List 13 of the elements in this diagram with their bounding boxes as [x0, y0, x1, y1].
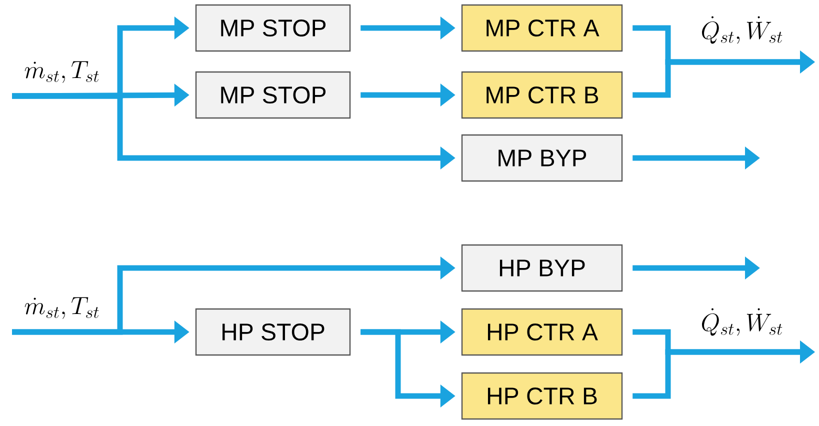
- process-box: MP CTR B: [461, 71, 623, 119]
- flow-label: $\dot{Q}_{st}, \dot{W}_{st}$: [702, 308, 782, 336]
- process-box: HP CTR A: [461, 308, 623, 356]
- process-box: MP CTR A: [461, 4, 623, 52]
- process-box: MP BYP: [461, 134, 623, 182]
- flow-label: $\dot{Q}_{st}, \dot{W}_{st}$: [702, 16, 782, 44]
- process-box: HP CTR B: [461, 372, 623, 420]
- process-box: MP STOP: [195, 4, 351, 52]
- flow-label: $\dot{m}_{st}, T_{st}$: [24, 297, 99, 319]
- process-box: HP BYP: [461, 244, 623, 292]
- process-box: MP STOP: [195, 71, 351, 119]
- process-box: HP STOP: [195, 308, 351, 356]
- flow-label: $\dot{m}_{st}, T_{st}$: [24, 61, 99, 83]
